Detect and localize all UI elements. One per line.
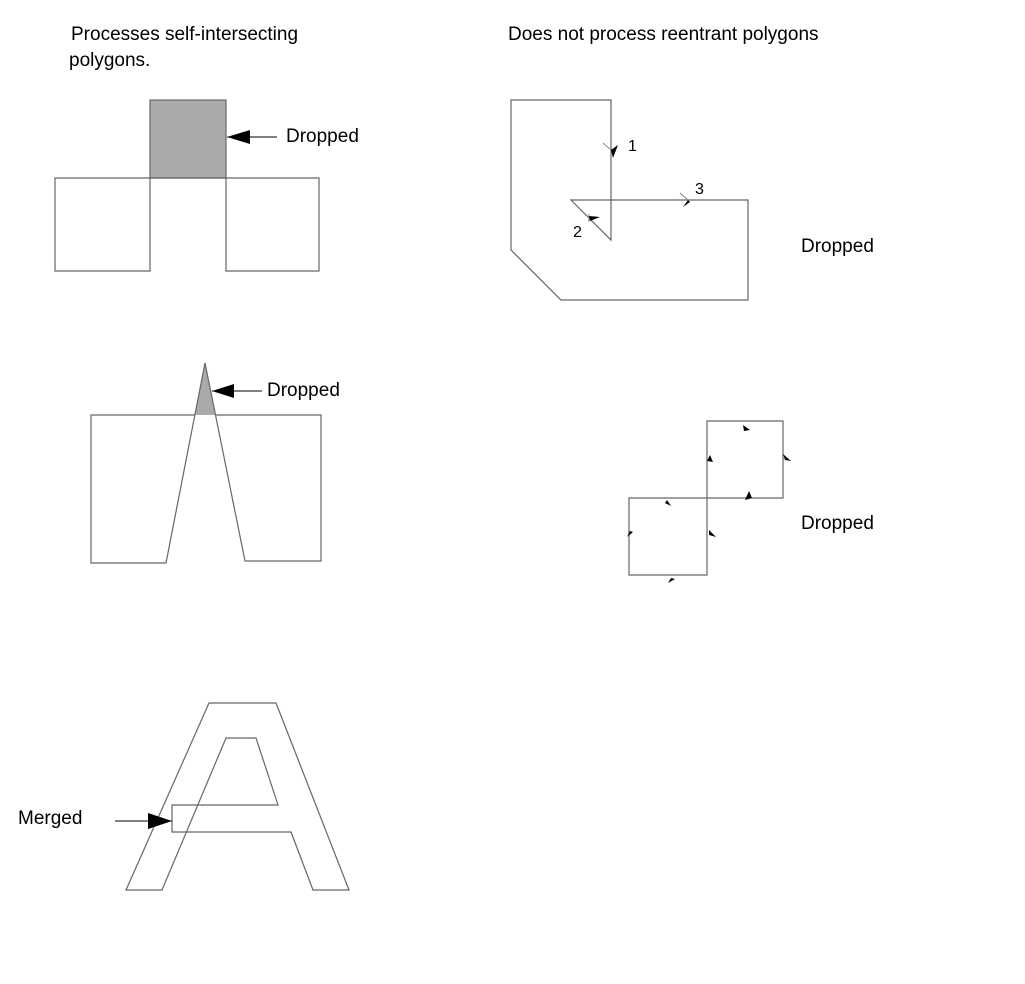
dropped-region	[149, 99, 227, 179]
self-intersecting-squares	[54, 99, 320, 272]
left-heading-line1: Processes self-intersecting	[71, 24, 299, 45]
direction-arrow-icon	[709, 530, 716, 537]
spike-polygon	[90, 362, 322, 564]
direction-arrow-icon	[683, 200, 690, 207]
direction-arrow-icon	[665, 500, 671, 506]
dropped-label-1: Dropped	[286, 126, 359, 147]
direction-arrow-icon	[668, 578, 675, 583]
direction-arrow-icon	[707, 455, 713, 462]
reentrant-polygon	[510, 99, 749, 301]
direction-arrow-icon	[745, 491, 752, 500]
arrow-icon	[212, 384, 234, 398]
vertex-number-3: 3	[695, 181, 704, 198]
direction-arrow-icon	[627, 531, 633, 537]
arrow-icon	[227, 130, 250, 144]
direction-arrow-icon	[743, 425, 750, 431]
vertex-number-2: 2	[573, 224, 582, 241]
arrow-icon	[148, 813, 172, 829]
letter-a-polygon	[115, 702, 350, 891]
right-heading: Does not process reentrant polygons	[508, 24, 819, 45]
left-heading-line2: polygons.	[69, 50, 151, 71]
dropped-region	[195, 363, 215, 415]
dropped-label-2: Dropped	[267, 380, 340, 401]
merged-label: Merged	[18, 808, 83, 829]
dropped-label-3: Dropped	[801, 236, 874, 257]
direction-arrow-icon	[611, 145, 618, 158]
direction-arrow-icon	[783, 454, 791, 461]
vertex-number-1: 1	[628, 138, 637, 155]
figure-eight-polygon	[627, 420, 791, 583]
dropped-label-4: Dropped	[801, 513, 874, 534]
direction-arrow-icon	[589, 216, 600, 221]
